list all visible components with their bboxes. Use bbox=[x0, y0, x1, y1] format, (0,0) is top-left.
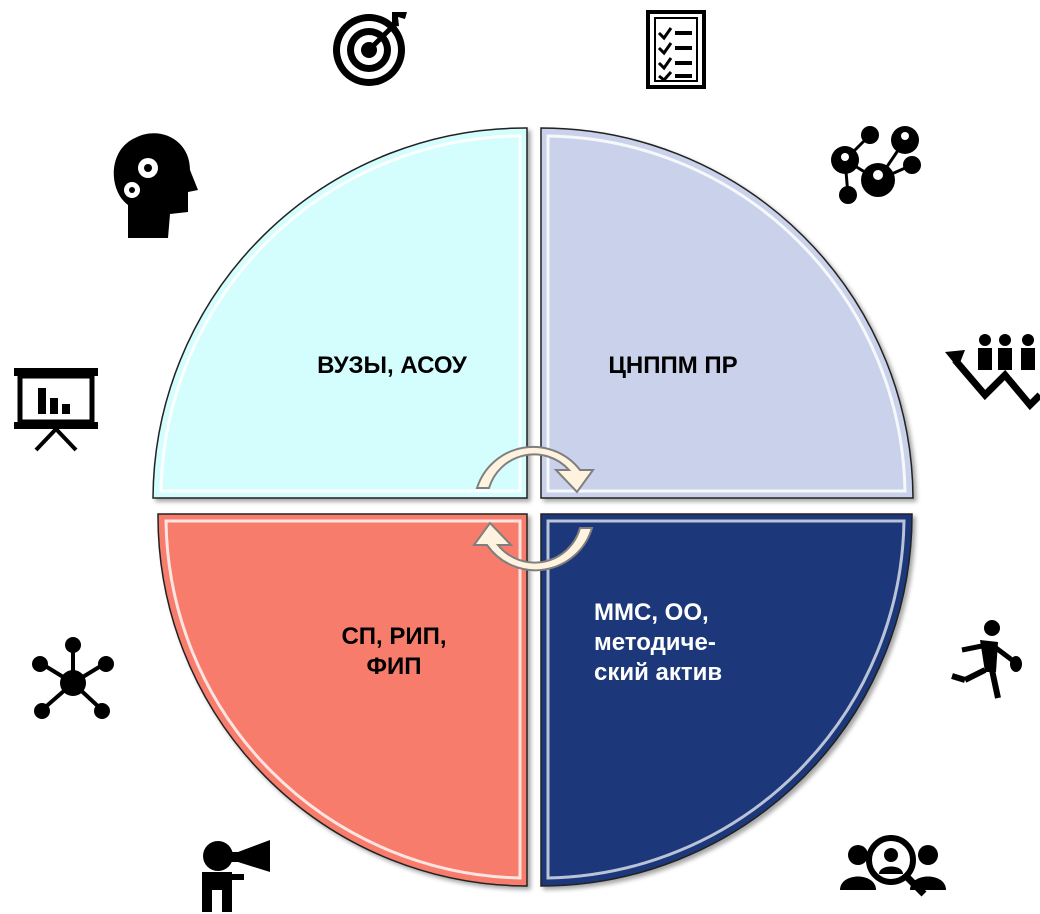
quadrant-bottom-left: СП, РИП, ФИП bbox=[157, 513, 528, 887]
hub-network-icon bbox=[32, 637, 114, 719]
quadrant-bottom-right-label: ММС, ОО, методиче-ский актив bbox=[594, 599, 722, 686]
quadrant-bottom-right-shape bbox=[540, 513, 913, 887]
quadrant-top-left-label: ВУЗЫ, АСОУ bbox=[317, 352, 468, 379]
quadrant-bottom-left-label: СП, РИП, ФИП bbox=[341, 623, 446, 680]
quadrant-top-left: ВУЗЫ, АСОУ bbox=[152, 127, 528, 499]
quadrant-bottom-right-label-line: ММС, ОО, bbox=[594, 599, 709, 626]
quadrant-top-left-shape bbox=[152, 127, 528, 499]
presentation-board-icon bbox=[14, 368, 98, 452]
quadrant-top-right: ЦНППМ ПР bbox=[540, 127, 914, 499]
quadrant-top-right-label: ЦНППМ ПР bbox=[608, 352, 737, 379]
cycle-arrow-top bbox=[475, 445, 595, 494]
quadrant-bottom-left-label-line: ФИП bbox=[367, 653, 422, 680]
head-gears-icon bbox=[113, 133, 198, 238]
team-growth-icon bbox=[945, 334, 1040, 411]
running-person-icon bbox=[951, 620, 1022, 699]
quadrant-bottom-left-label-line: СП, РИП, bbox=[341, 623, 446, 650]
checklist-icon bbox=[646, 10, 706, 89]
target-icon bbox=[333, 12, 407, 86]
quadrant-top-left-label-line: ВУЗЫ, АСОУ bbox=[317, 352, 468, 379]
megaphone-speaker-icon bbox=[202, 840, 270, 912]
quadrant-bottom-right-label-line: ский актив bbox=[594, 659, 722, 686]
quadrant-top-right-label-line: ЦНППМ ПР bbox=[608, 352, 737, 379]
cycle-arrow-bottom bbox=[472, 521, 594, 572]
user-search-icon bbox=[840, 835, 946, 897]
quadrant-bottom-left-shape bbox=[157, 513, 528, 887]
quadrant-top-right-shape bbox=[540, 127, 914, 499]
quadrant-bottom-right-label-line: методиче- bbox=[594, 629, 716, 656]
people-network-icon bbox=[831, 126, 921, 204]
quadrant-bottom-right: ММС, ОО, методиче-ский актив bbox=[540, 513, 913, 887]
